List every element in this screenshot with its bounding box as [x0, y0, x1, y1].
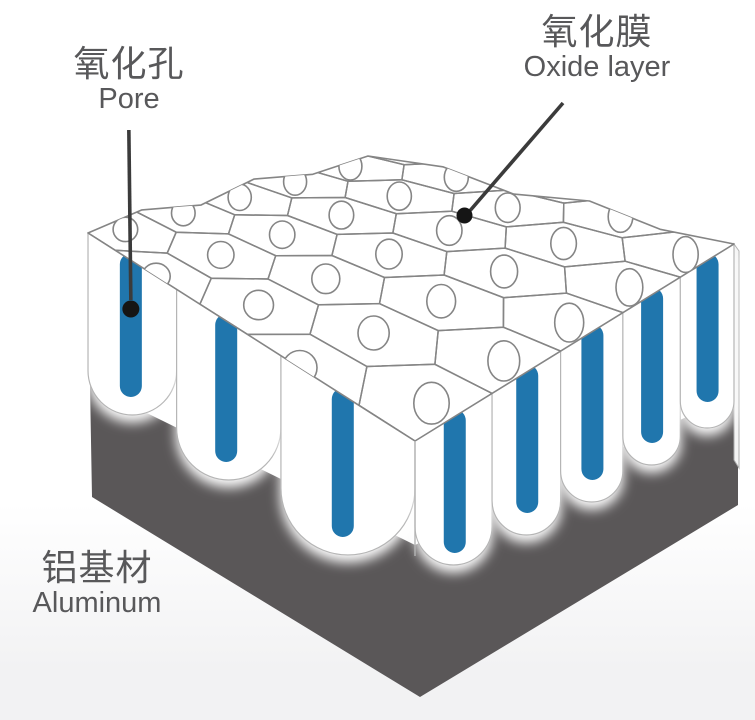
- cell-pore-opening: [338, 156, 363, 181]
- pore-label: 氧化孔 Pore: [54, 44, 204, 115]
- pore-pointer-dot: [122, 300, 140, 318]
- oxide-layer-label-zh: 氧化膜: [541, 11, 653, 52]
- aluminum-label-zh: 铝基材: [41, 547, 153, 588]
- cell-pore-opening: [242, 289, 275, 321]
- cell-pore-opening: [386, 181, 413, 212]
- cell-pore-opening: [435, 214, 463, 247]
- cell-pore-opening: [206, 240, 235, 270]
- cell-pore-opening: [268, 220, 296, 250]
- cell-pore-opening: [112, 216, 139, 243]
- pore-label-en: Pore: [98, 82, 160, 115]
- pore-label-zh: 氧化孔: [73, 43, 185, 84]
- cell-pore-opening: [489, 254, 519, 289]
- cell-pore-opening: [357, 315, 391, 351]
- cell-pore-opening: [374, 238, 403, 270]
- aluminum-substrate: [90, 385, 738, 697]
- cell-pore-opening: [549, 226, 578, 261]
- oxide-layer-pointer-dot: [456, 207, 473, 224]
- oxide-layer-label-en: Oxide layer: [523, 50, 671, 83]
- cell-pore-opening: [328, 200, 355, 230]
- oxide-layer-label: 氧化膜 Oxide layer: [467, 12, 727, 83]
- cell-pore-opening: [443, 162, 470, 193]
- oxide-layer-pointer-line: [466, 101, 565, 215]
- cell-pore-opening: [672, 235, 700, 274]
- pore-pointer-line: [127, 129, 133, 301]
- cell-pore-opening: [412, 381, 450, 425]
- cell-pore-opening: [553, 302, 585, 343]
- cell-pore-opening: [494, 192, 521, 224]
- cell-pore-opening: [487, 339, 521, 382]
- cell-pore-opening: [310, 263, 341, 295]
- cell-pore-opening: [227, 183, 253, 212]
- aluminum-label-en: Aluminum: [32, 586, 162, 619]
- cell-pore-opening: [426, 283, 457, 319]
- hex-cell: [619, 172, 734, 211]
- annotations: [122, 101, 565, 318]
- cell-pore-opening: [615, 267, 644, 307]
- cell-pore-opening: [282, 167, 308, 196]
- aluminum-label: 铝基材 Aluminum: [8, 548, 186, 619]
- cell-pore-opening: [170, 199, 196, 227]
- block-right-side-face: [733, 242, 740, 470]
